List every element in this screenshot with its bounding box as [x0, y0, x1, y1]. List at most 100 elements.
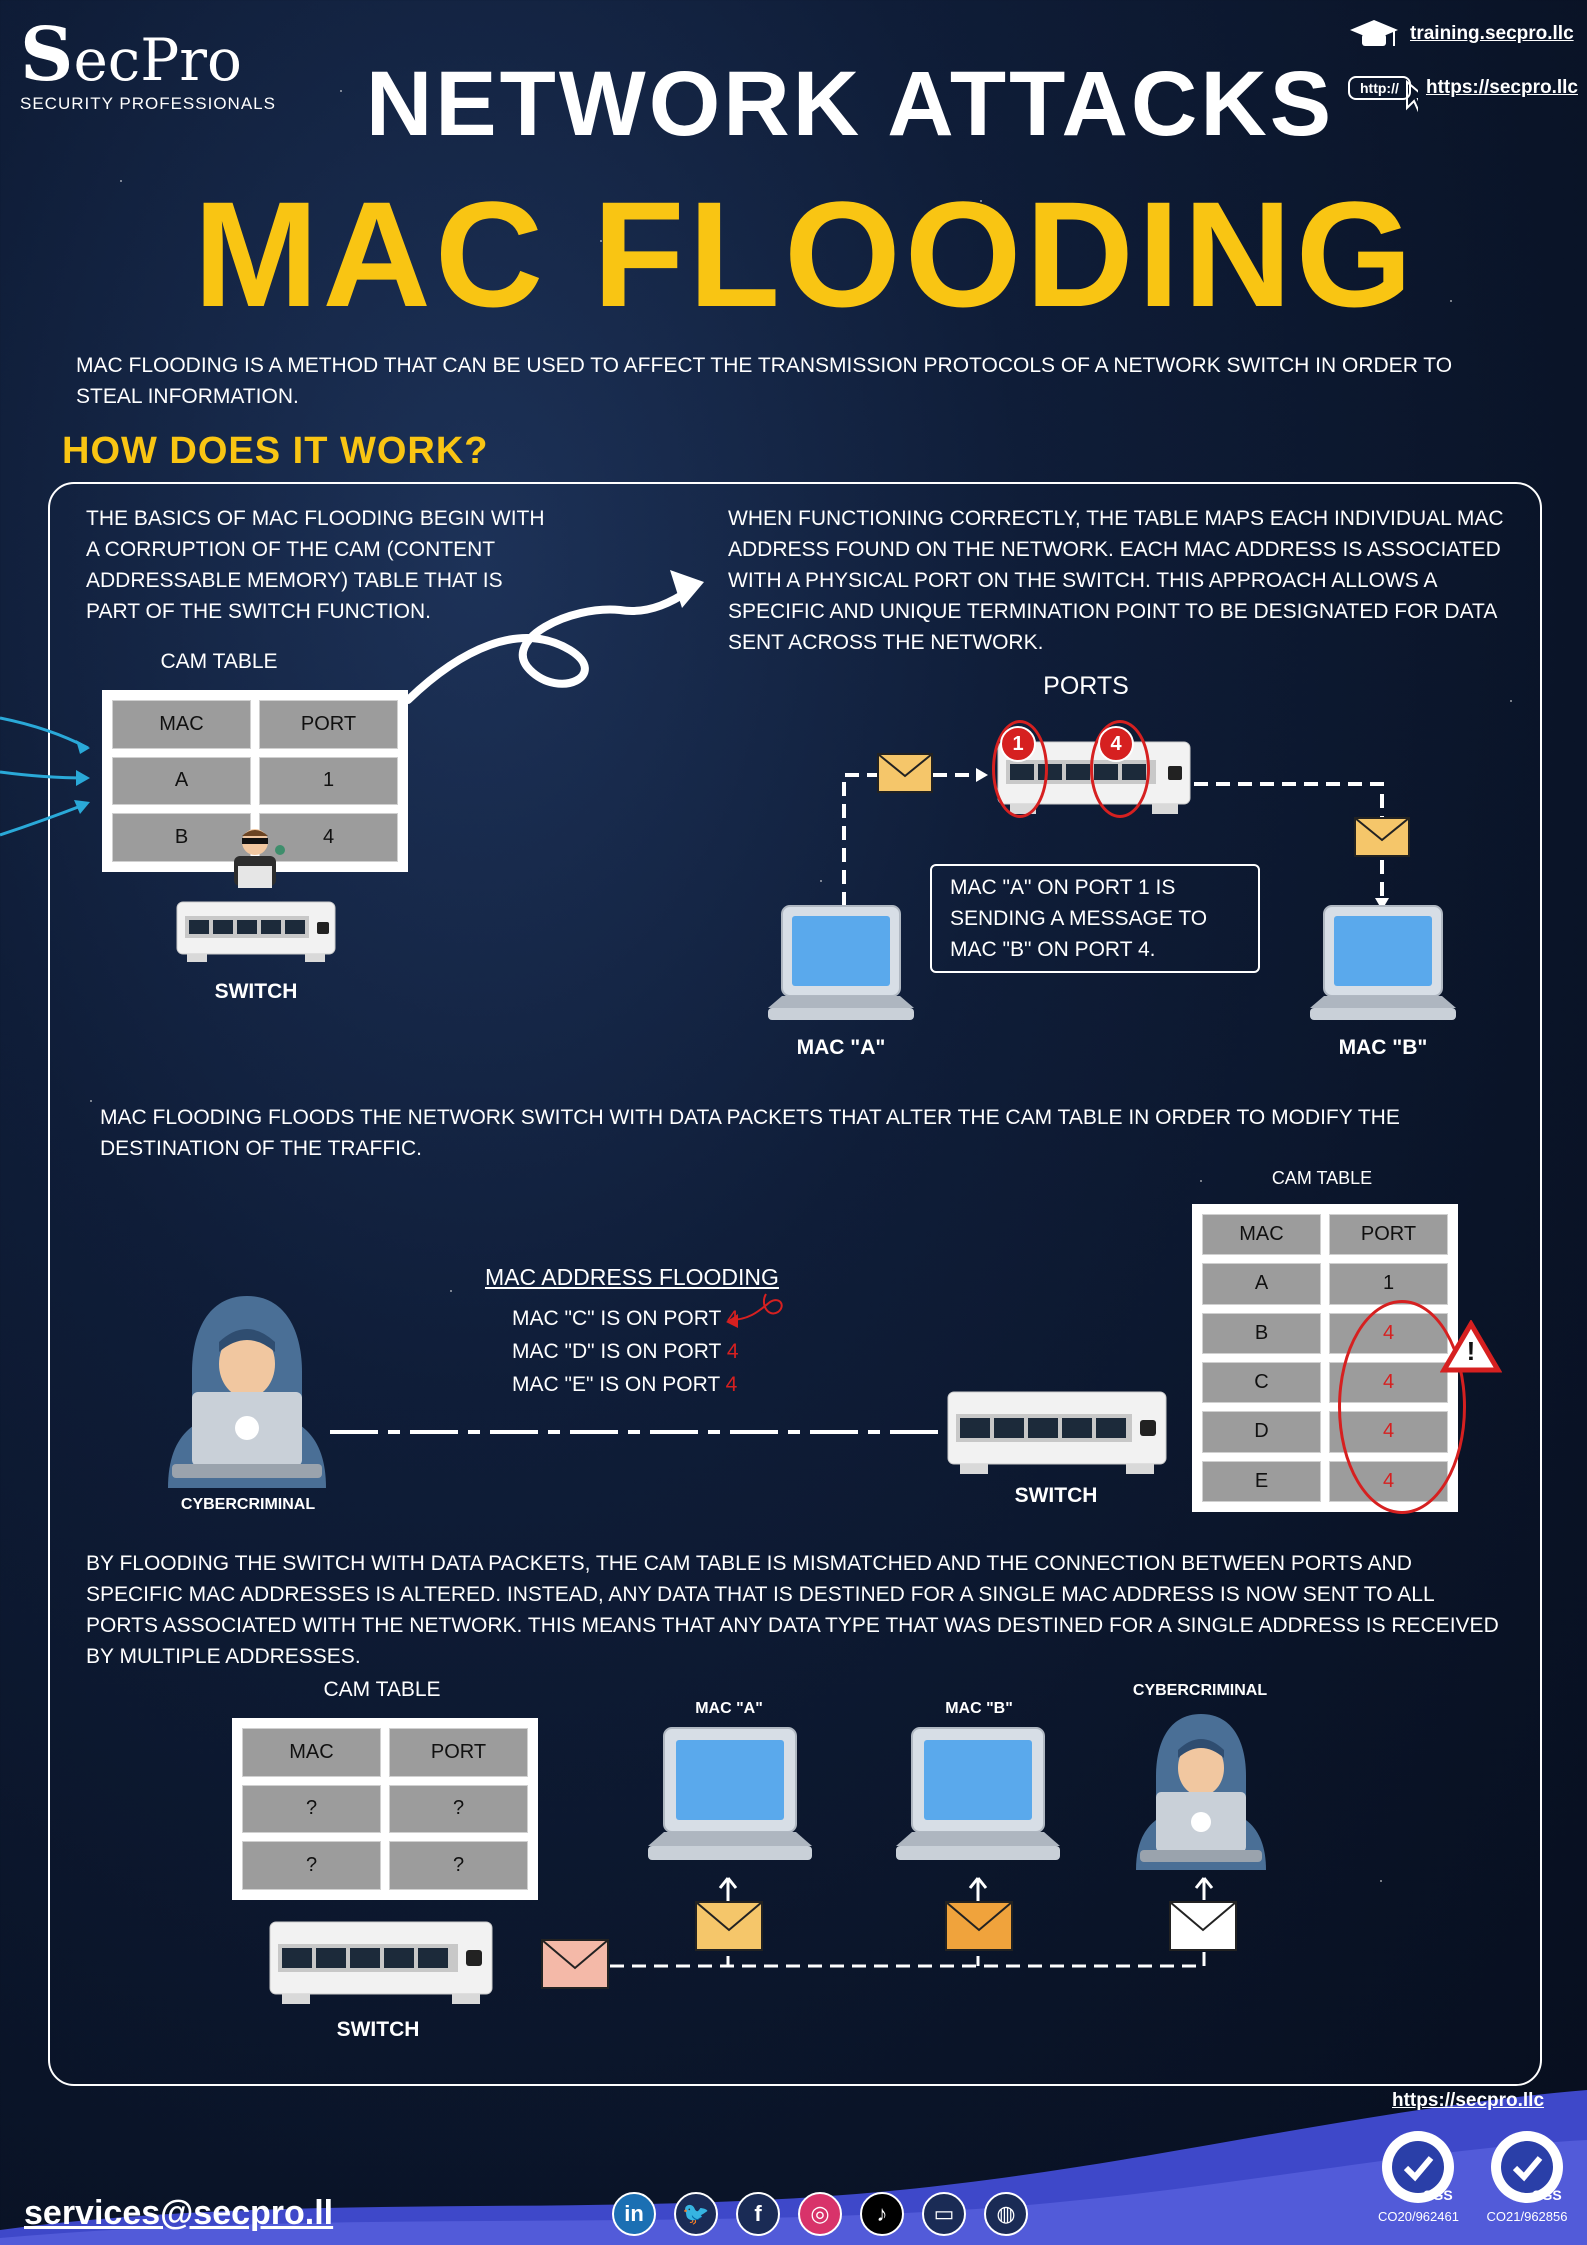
- flood-line-port: 4: [725, 1373, 738, 1396]
- title-network-attacks: NETWORK ATTACKS: [365, 53, 1335, 155]
- cam-cell: C: [1202, 1361, 1321, 1404]
- cam-header-mac: MAC: [242, 1728, 381, 1777]
- cam-cell-unknown: ?: [242, 1841, 381, 1890]
- network-switch-icon: [176, 901, 336, 962]
- network-switch-icon: [947, 1391, 1167, 1474]
- cert-badge-2: SGS CO21/962856: [1484, 2128, 1570, 2224]
- step4-text: BY FLOODING THE SWITCH WITH DATA PACKETS…: [86, 1552, 1499, 1668]
- email-link[interactable]: services@secpro.ll: [24, 2194, 334, 2232]
- http-label: http://: [1360, 80, 1399, 96]
- flood-line-text: MAC "C" IS ON PORT: [512, 1307, 727, 1330]
- footer-site-link[interactable]: https://secpro.llc: [1392, 2090, 1545, 2111]
- mac-a-label-2: MAC "A": [695, 1700, 763, 1717]
- network-switch-icon: [269, 1921, 493, 2004]
- training-link[interactable]: training.secpro.llc: [1410, 23, 1574, 44]
- cam-header-mac: MAC: [112, 700, 251, 749]
- cam-cell: A: [1202, 1263, 1321, 1305]
- switch-label-1: SWITCH: [214, 980, 298, 1003]
- step1-text: THE BASICS OF MAC FLOODING BEGIN WITH A …: [86, 507, 545, 623]
- flood-line-port: 4: [726, 1340, 739, 1363]
- cam-cell: B: [1202, 1312, 1321, 1354]
- envelope-icon: [945, 1901, 1013, 1951]
- logo-initial: S: [20, 12, 74, 98]
- cam-table-title-3: CAM TABLE: [323, 1678, 441, 1701]
- port-4-badge: 4: [1098, 726, 1134, 762]
- cert-code-1: CO20/962461: [1378, 2209, 1459, 2224]
- cam-cell: D: [1202, 1411, 1321, 1453]
- social-links: in 🐦 f ◎ ♪ ▭ ◍: [612, 2192, 1028, 2236]
- incoming-arrows-icon: [0, 716, 90, 837]
- logo-tagline: SECURITY PROFESSIONALS: [20, 94, 276, 113]
- envelope-icon: [1354, 817, 1410, 857]
- tiktok-icon[interactable]: ♪: [860, 2192, 904, 2236]
- cert-code-2: CO21/962856: [1486, 2209, 1568, 2224]
- warning-icon: [1440, 1320, 1502, 1373]
- laptop-icon: [1310, 905, 1456, 1020]
- twitch-icon[interactable]: ▭: [922, 2192, 966, 2236]
- message-path-lines: [842, 768, 1389, 910]
- flood-line-text: MAC "E" IS ON PORT: [512, 1373, 726, 1396]
- hacker-figure-icon: [234, 829, 285, 888]
- instagram-icon[interactable]: ◎: [798, 2192, 842, 2236]
- step2-text: WHEN FUNCTIONING CORRECTLY, THE TABLE MA…: [728, 507, 1504, 654]
- header-links: training.secpro.llc http:// https://secp…: [1348, 16, 1578, 114]
- cam-cell: A: [112, 756, 251, 806]
- flood-list: MAC "C" IS ON PORT 4 MAC "D" IS ON PORT …: [512, 1302, 739, 1401]
- cybercriminal-label-2: CYBERCRIMINAL: [1132, 1682, 1268, 1699]
- logo-text: ecPro: [73, 26, 242, 94]
- certification-check-icon: [1382, 2131, 1454, 2203]
- cybercriminal-icon: [1136, 1714, 1266, 1870]
- cam-cell: 1: [1329, 1263, 1448, 1305]
- title-mac-flooding: MAC FLOODING: [193, 170, 1417, 338]
- cert-brand: SGS: [1423, 2187, 1453, 2203]
- cam-header-port: PORT: [389, 1728, 528, 1777]
- switch-label-3: SWITCH: [336, 2018, 420, 2041]
- envelope-icon: [695, 1901, 763, 1951]
- cam-cell-unknown: ?: [242, 1784, 381, 1834]
- footer-wave: [0, 2090, 1587, 2245]
- cam-header-port: PORT: [1329, 1214, 1448, 1256]
- cam-cell: B: [112, 813, 251, 862]
- port1-highlight: [992, 720, 1048, 818]
- flood-line-text: MAC "D" IS ON PORT: [512, 1340, 727, 1363]
- secpro-logo: SecPro SECURITY PROFESSIONALS: [20, 18, 276, 114]
- cam-table-title-1: CAM TABLE: [160, 650, 278, 673]
- intro-text: MAC FLOODING IS A METHOD THAT CAN BE USE…: [76, 354, 1453, 408]
- main-panel: [48, 482, 1542, 2086]
- site-link[interactable]: https://secpro.llc: [1425, 77, 1578, 98]
- flood-line: MAC "C" IS ON PORT 4: [512, 1302, 739, 1335]
- up-arrow-icon: [718, 1877, 738, 1898]
- cam-table-3: MAC PORT ? ? ? ?: [232, 1718, 538, 1900]
- facebook-icon[interactable]: f: [736, 2192, 780, 2236]
- envelope-icon: [541, 1939, 609, 1989]
- switch-label-2: SWITCH: [1014, 1484, 1098, 1507]
- envelope-icon: [1169, 1901, 1237, 1951]
- cert-brand: SGS: [1532, 2187, 1562, 2203]
- curly-arrow-icon: [404, 570, 704, 704]
- cam-table-1: MAC PORT A 1 B 4: [102, 690, 408, 872]
- port-1-badge: 1: [1000, 726, 1036, 762]
- cam-header-mac: MAC: [1202, 1214, 1321, 1256]
- altered-ports-highlight: [1338, 1300, 1466, 1514]
- attack-line: [330, 1430, 950, 1434]
- red-squiggle-arrow-icon: [726, 1293, 783, 1328]
- browser-url-icon: http://: [1348, 76, 1411, 100]
- port4-highlight: [1090, 720, 1150, 818]
- certification-check-icon: [1491, 2131, 1563, 2203]
- twitter-icon[interactable]: 🐦: [674, 2192, 718, 2236]
- graduation-cap-icon: [1350, 20, 1398, 46]
- github-icon[interactable]: ◍: [984, 2192, 1028, 2236]
- cam-cell: 1: [259, 756, 398, 806]
- mac-b-label: MAC "B": [1338, 1036, 1428, 1059]
- flood-line: MAC "E" IS ON PORT 4: [512, 1368, 739, 1401]
- cam-table-title-2: CAM TABLE: [1271, 1168, 1373, 1188]
- laptop-icon: [896, 1727, 1060, 1860]
- cam-cell: E: [1202, 1460, 1321, 1502]
- flood-title: MAC ADDRESS FLOODING: [485, 1264, 779, 1290]
- cert-badge-1: SGS CO20/962461: [1378, 2128, 1459, 2224]
- mac-a-label: MAC "A": [796, 1036, 886, 1059]
- up-arrow-icon: [1194, 1877, 1214, 1898]
- cam-cell-unknown: ?: [389, 1841, 528, 1890]
- laptop-icon: [768, 905, 914, 1020]
- linkedin-icon[interactable]: in: [612, 2192, 656, 2236]
